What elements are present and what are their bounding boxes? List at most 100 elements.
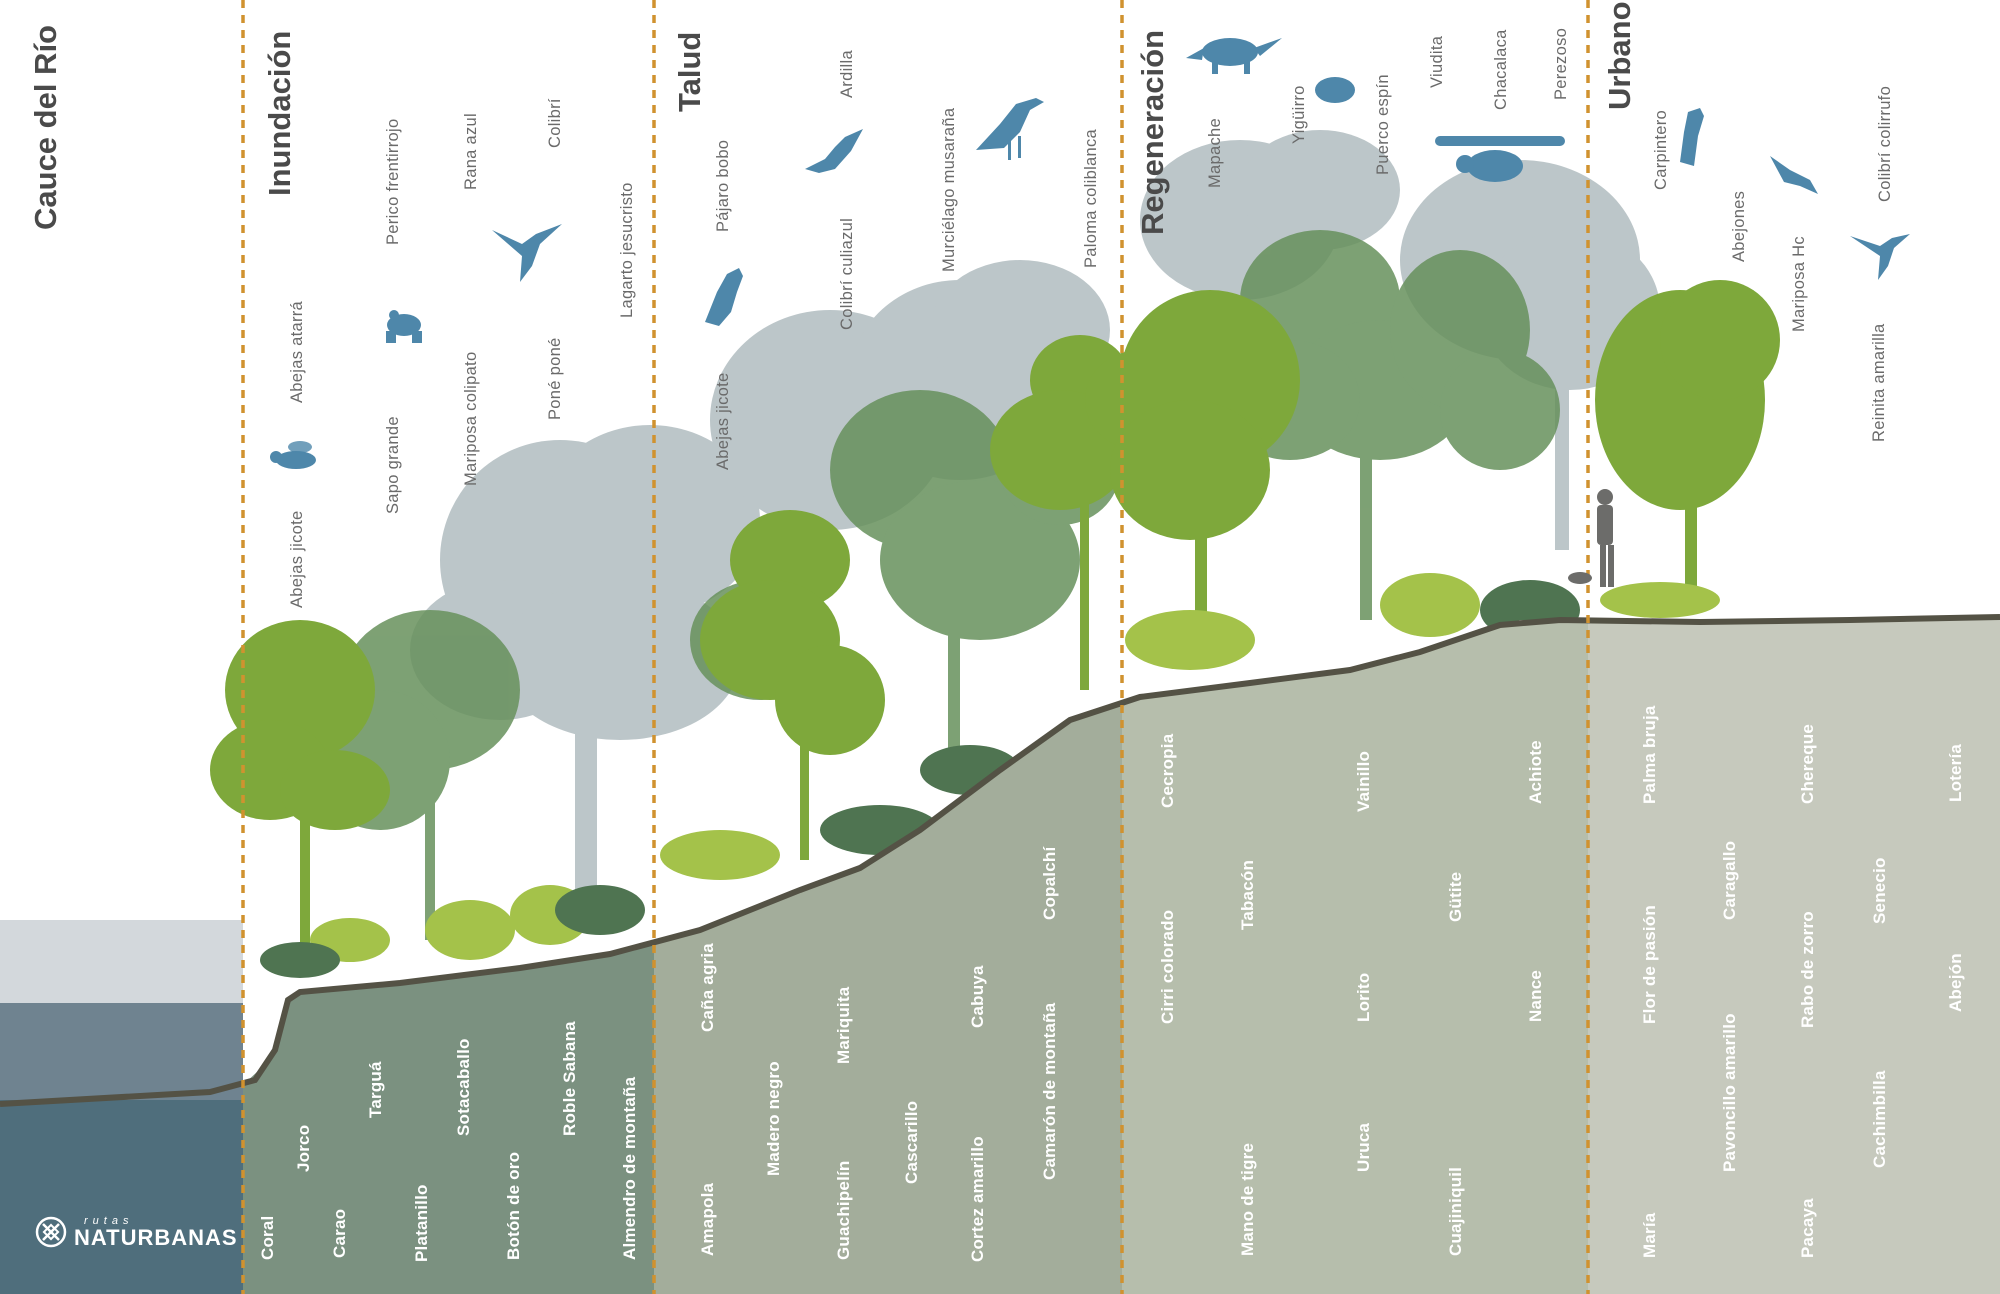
frog-icon <box>386 310 422 343</box>
fauna-label: Abejones <box>1730 190 1748 262</box>
flora-label: Rabo de zorro <box>1798 911 1817 1028</box>
fauna-label: Mariposa Hc <box>1790 236 1808 332</box>
sloth-icon <box>1435 136 1565 182</box>
fauna-silhouettes <box>270 38 1910 469</box>
river-sky-band <box>0 920 243 1008</box>
logo-small-text: rutas <box>84 1214 134 1227</box>
foreground-trees <box>210 280 1780 960</box>
river-deep-water <box>0 1100 243 1294</box>
flora-label: Coral <box>258 1215 277 1260</box>
flora-label: Tabacón <box>1238 859 1257 930</box>
soil-talud <box>654 700 1122 1294</box>
flora-label: Cabuya <box>968 965 987 1028</box>
bat-icon <box>805 129 863 173</box>
coati-icon <box>1186 38 1282 74</box>
fauna-label: Pájaro bobo <box>714 139 732 232</box>
flora-label: Uruca <box>1354 1122 1373 1172</box>
soil-inundacion <box>243 945 654 1294</box>
fauna-label: Puerco espín <box>1374 74 1392 175</box>
flora-label: Chereque <box>1798 723 1817 804</box>
fauna-label: Viudita <box>1428 35 1446 88</box>
flora-label: Gütite <box>1446 871 1465 922</box>
fauna-label: Abejas atarrá <box>288 300 306 403</box>
flora-label: Guachipelín <box>834 1160 853 1261</box>
fauna-label: Paloma coliblanca <box>1082 128 1100 268</box>
flora-label: María <box>1640 1212 1659 1258</box>
flora-label: Pacaya <box>1798 1198 1817 1258</box>
flora-label: Platanillo <box>412 1184 431 1262</box>
fauna-label: Mariposa colipato <box>462 351 480 486</box>
fauna-label: Carpintero <box>1652 109 1670 190</box>
shrub-layer <box>310 573 1720 962</box>
flora-label: Pavoncillo amarillo <box>1720 1013 1739 1172</box>
flora-label: Sotacaballo <box>454 1038 473 1136</box>
hummingbird-icon <box>492 224 562 282</box>
flora-label: Flor de pasión <box>1640 905 1659 1024</box>
zone-title-urbano: Urbano <box>1602 1 1637 111</box>
flora-label: Achiote <box>1526 740 1545 804</box>
logo-text: rutas NATURBANAS <box>74 1214 238 1250</box>
flora-label: Mariquita <box>834 986 853 1064</box>
zone-dividers <box>241 0 1590 1294</box>
fauna-label: Chacalaca <box>1492 29 1510 110</box>
flora-label: Almendro de montaña <box>620 1076 639 1260</box>
soil-urbano <box>1588 617 2000 1294</box>
small-bird-icon <box>1770 156 1818 194</box>
fauna-label: Colibrí <box>546 98 564 148</box>
fauna-label: Ardilla <box>838 50 856 98</box>
river-surface <box>0 1003 243 1103</box>
fauna-label: Sapo grande <box>384 416 402 514</box>
flora-label: Cuajiniquil <box>1446 1166 1465 1256</box>
flora-label: Abejón <box>1946 953 1965 1012</box>
dark-shrub-layer <box>260 580 1580 978</box>
zone-title-inundacion: Inundación <box>262 30 297 196</box>
perched-bird-icon <box>1680 108 1704 166</box>
logo-mark-icon <box>35 1216 67 1248</box>
flora-label: Caragallo <box>1720 840 1739 920</box>
flora-label: Amapola <box>698 1182 717 1256</box>
fauna-label: Poné poné <box>546 337 564 420</box>
person-with-dog-icon <box>1568 489 1614 587</box>
fauna-label: Perezoso <box>1552 27 1570 100</box>
flora-label: Caña agria <box>698 943 717 1032</box>
fauna-label: Yigüirro <box>1290 85 1308 144</box>
flora-label: Cortez amarillo <box>968 1136 987 1262</box>
bird-icon <box>705 268 743 326</box>
flora-label: Botón de oro <box>504 1151 523 1260</box>
fauna-label: Abejas jicote <box>288 510 306 608</box>
porcupine-icon <box>1315 77 1355 103</box>
fauna-label: Reinita amarilla <box>1870 323 1888 442</box>
flora-label: Camarón de montaña <box>1040 1002 1059 1180</box>
fauna-label: Lagarto jesucristo <box>618 182 636 318</box>
ground-surface-line <box>0 614 2000 1107</box>
flora-label: Madero negro <box>764 1061 783 1176</box>
flora-label: Nance <box>1526 969 1545 1022</box>
flora-label: Mano de tigre <box>1238 1142 1257 1256</box>
flora-label: Cascarillo <box>902 1100 921 1184</box>
flora-label: Lotería <box>1946 743 1965 802</box>
flora-label: Cirri colorado <box>1158 909 1177 1024</box>
flora-label: Copalchí <box>1040 846 1059 920</box>
bee-icon <box>270 441 316 469</box>
fauna-label: Colibrí culiazul <box>838 217 856 330</box>
flora-label: Targuá <box>366 1061 385 1118</box>
flora-label: Roble Sabana <box>560 1021 579 1136</box>
logo-big-text: NATURBANAS <box>74 1224 238 1250</box>
flora-label: Palma bruja <box>1640 705 1659 804</box>
fauna-label: Perico frentirrojo <box>384 118 402 245</box>
flora-label: Cecropia <box>1158 733 1177 808</box>
soil-regeneracion <box>1122 620 1588 1294</box>
flora-label: Senecio <box>1870 857 1889 924</box>
zone-title-cauce: Cauce del Río <box>28 25 63 230</box>
fauna-label: Mapache <box>1206 118 1224 188</box>
flora-label: Lorito <box>1354 972 1373 1022</box>
fauna-label: Abejas jicote <box>714 372 732 470</box>
flora-label: Jorco <box>294 1124 313 1172</box>
fauna-label: Rana azul <box>462 113 480 190</box>
flora-label: Cachimbilla <box>1870 1070 1889 1168</box>
fauna-label: Colibrí colirrufo <box>1876 85 1894 202</box>
rutas-naturbanas-logo: rutas NATURBANAS <box>34 1215 238 1249</box>
fauna-label: Murciélago musaraña <box>940 107 958 272</box>
